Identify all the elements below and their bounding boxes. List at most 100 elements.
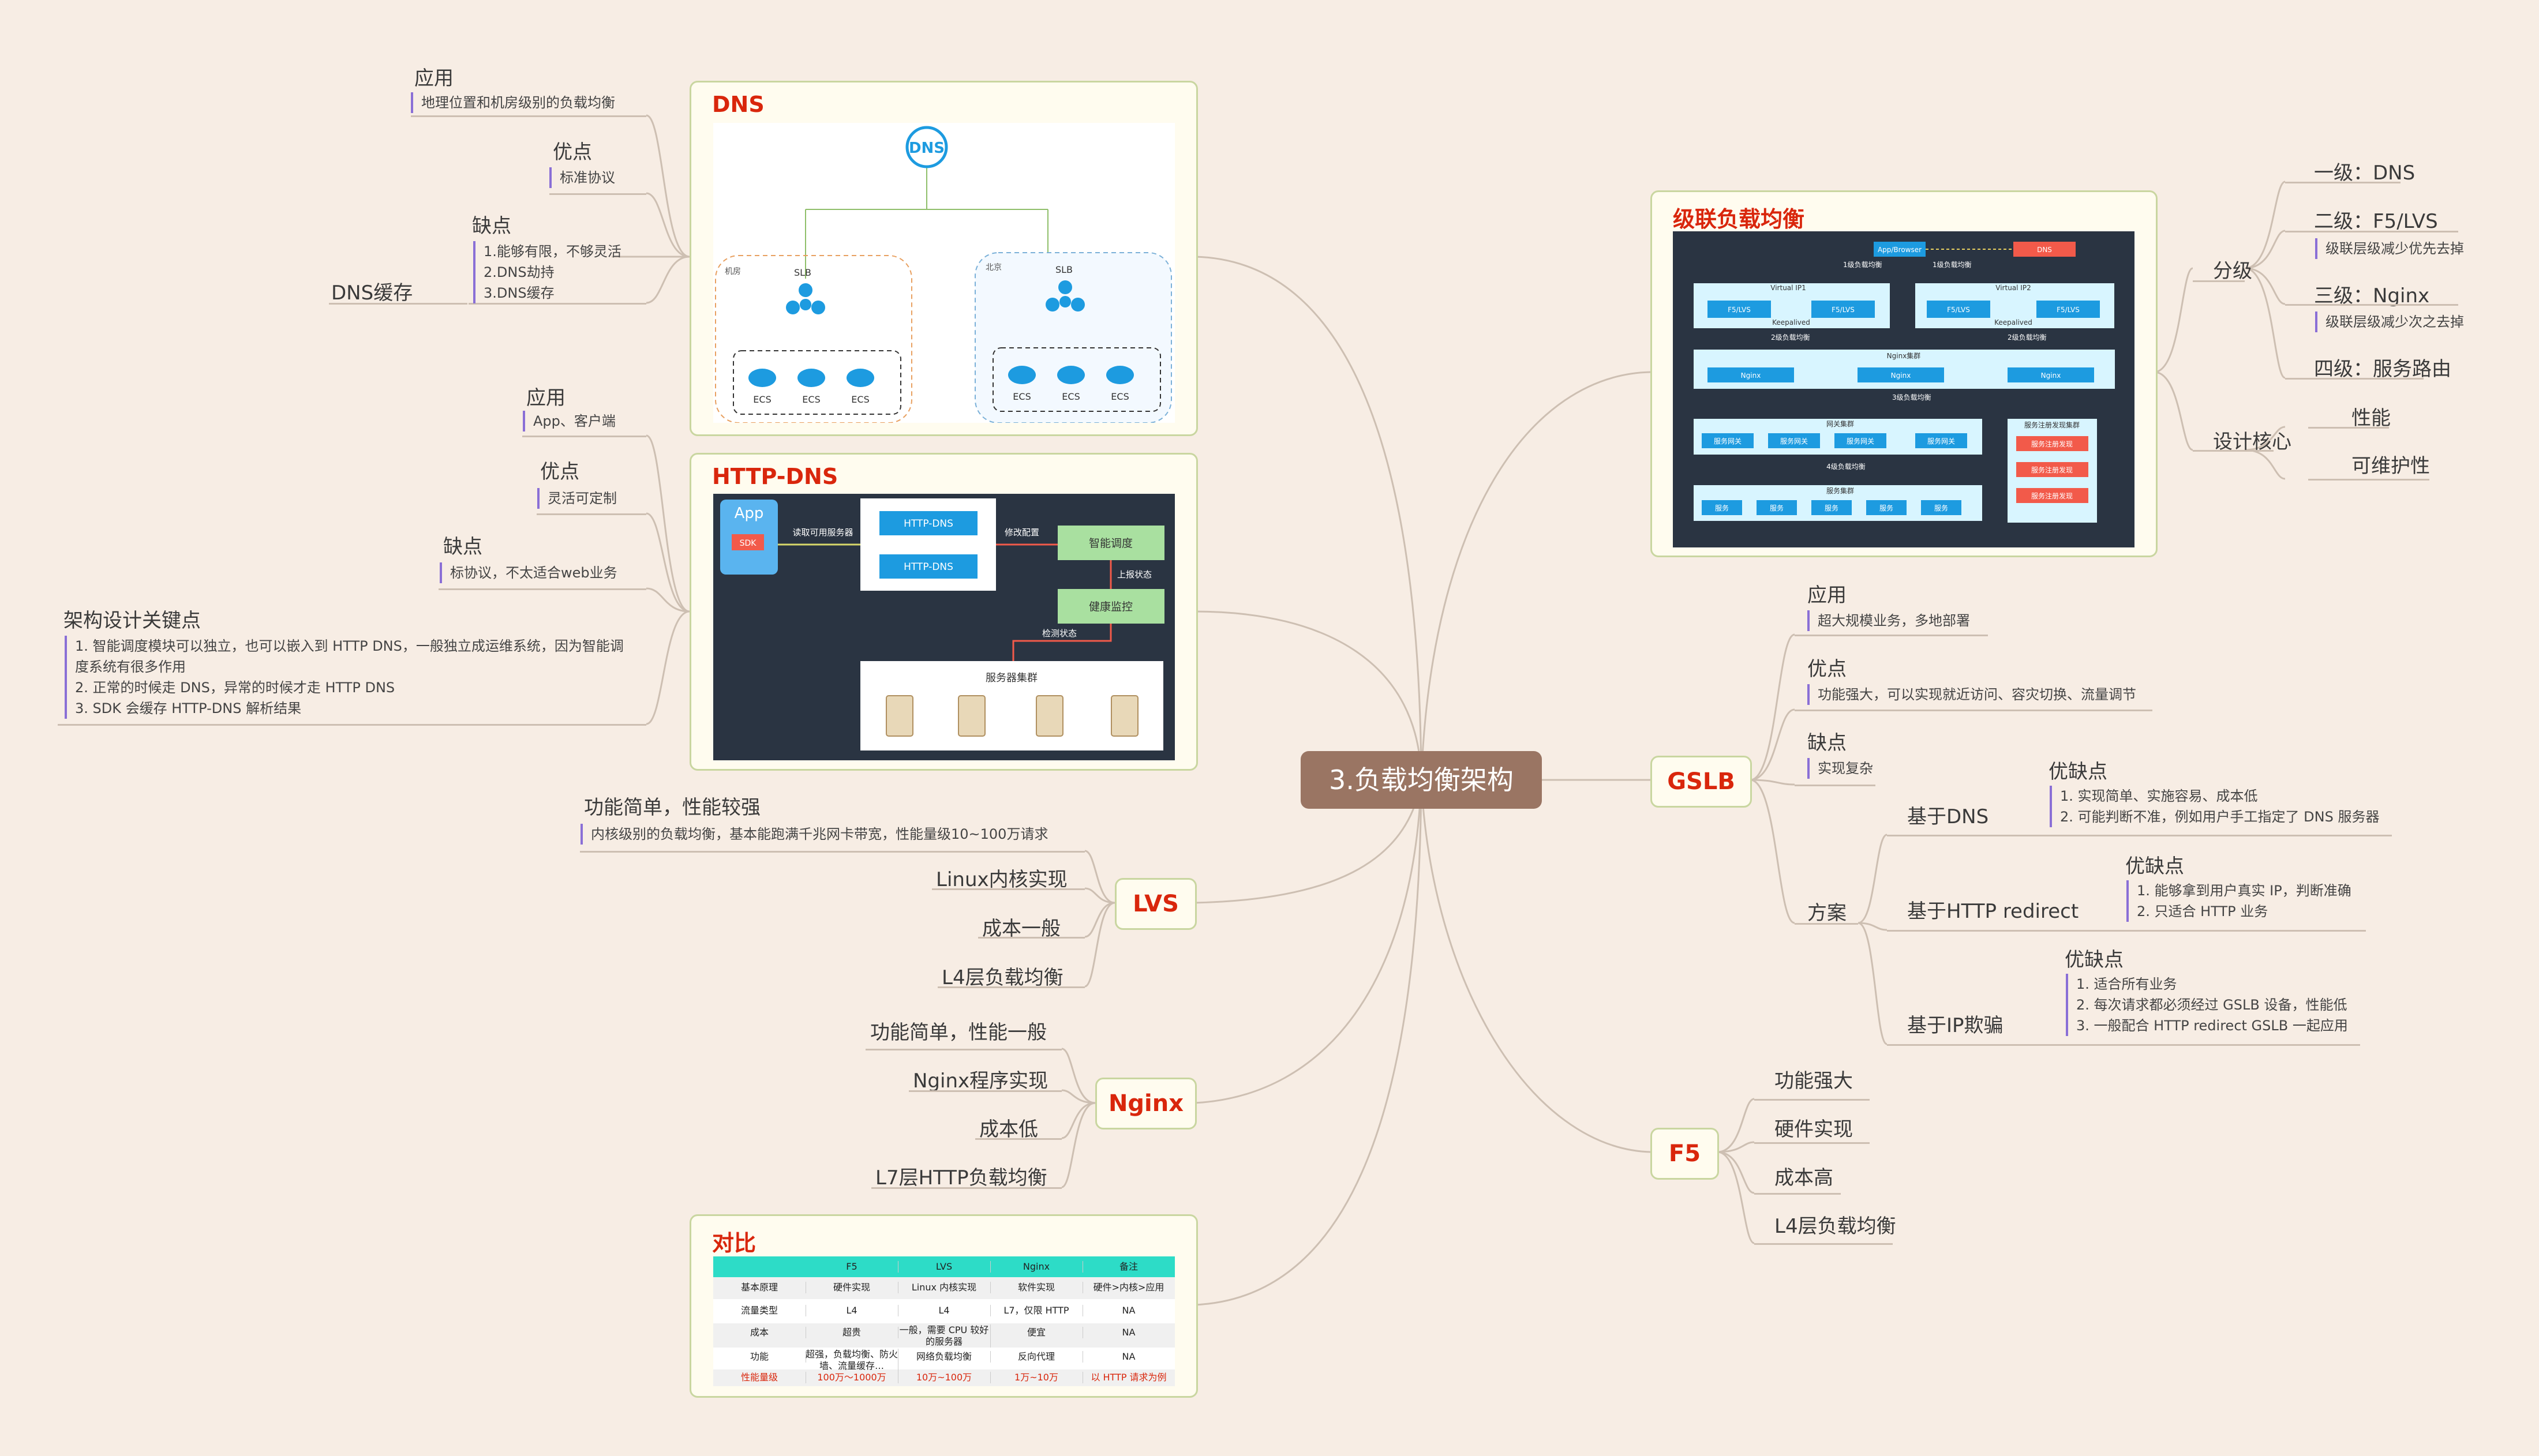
cascade-core2[interactable]: 可维护性	[2351, 455, 2430, 478]
gslb-app-title[interactable]: 应用	[1807, 584, 1847, 607]
cascade-l2[interactable]: 二级：F5/LVS	[2314, 210, 2438, 233]
httpdns-con-title[interactable]: 缺点	[443, 535, 482, 558]
httpdns-pro-title[interactable]: 优点	[540, 460, 579, 483]
compare-node[interactable]: 对比 F5 LVS Nginx 备注 基本原理 硬件实现 Linux 内核实现 …	[690, 1214, 1198, 1398]
dns-con-title[interactable]: 缺点	[472, 215, 511, 238]
gslb-node[interactable]: GSLB	[1650, 756, 1752, 808]
dns-app-note: 地理位置和机房级别的负载均衡	[411, 92, 615, 113]
ecs-icon	[1106, 366, 1134, 384]
nginx-c1[interactable]: 功能简单，性能一般	[870, 1021, 1047, 1044]
svg-text:ECS: ECS	[1062, 391, 1080, 402]
svg-text:服务: 服务	[1825, 504, 1838, 512]
svg-text:Nginx: Nginx	[1891, 371, 1911, 380]
lvs-c1[interactable]: 功能简单，性能较强	[584, 796, 761, 819]
nginx-c4[interactable]: L7层HTTP负载均衡	[875, 1166, 1047, 1189]
cascade-node[interactable]: 级联负载均衡 App/Browser DNS 1级负载均衡 1级负载均衡 Vir…	[1650, 190, 2158, 557]
dns-node[interactable]: DNS DNS 机房 北京 SLB SLB	[690, 81, 1198, 436]
nginx-c3[interactable]: 成本低	[979, 1118, 1038, 1141]
zone-left-label: 机房	[725, 267, 741, 276]
nginx-node[interactable]: Nginx	[1095, 1078, 1197, 1129]
svg-text:服务网关: 服务网关	[1780, 437, 1808, 445]
server-icon	[1036, 695, 1063, 737]
httpdns-diagram: App SDK 读取可用服务器 HTTP-DNS HTTP-DNS 修改配置 智…	[713, 494, 1175, 760]
svg-text:HTTP-DNS: HTTP-DNS	[904, 518, 953, 530]
compare-title: 对比	[712, 1230, 757, 1256]
dns-cache[interactable]: DNS缓存	[331, 282, 413, 305]
httpdns-con-note: 标协议，不太适合web业务	[440, 562, 617, 583]
cascade-core-title[interactable]: 设计核心	[2213, 430, 2291, 453]
svg-text:服务注册发现: 服务注册发现	[2031, 466, 2073, 474]
gslb-p1-title[interactable]: 优缺点	[2049, 760, 2107, 783]
httpdns-title: HTTP-DNS	[712, 464, 838, 489]
f5-node[interactable]: F5	[1650, 1128, 1719, 1180]
svg-text:F5/LVS: F5/LVS	[2057, 306, 2080, 314]
cascade-l3-note: 级联层级减少次之去掉	[2315, 312, 2464, 332]
nginx-c2[interactable]: Nginx程序实现	[913, 1070, 1048, 1093]
svg-text:健康监控: 健康监控	[1089, 601, 1133, 613]
link-root-compare	[1194, 779, 1422, 1306]
svg-text:服务: 服务	[1934, 504, 1948, 512]
svg-text:读取可用服务器: 读取可用服务器	[792, 527, 853, 538]
svg-text:ECS: ECS	[1111, 391, 1129, 402]
cascade-l4[interactable]: 四级：服务路由	[2314, 358, 2451, 381]
link-root-httpdns	[1194, 610, 1422, 780]
svg-text:HTTP-DNS: HTTP-DNS	[904, 561, 953, 573]
gslb-pro-note: 功能强大，可以实现就近访问、容灾切换、流量调节	[1807, 684, 2136, 705]
link-root-dns	[1194, 256, 1422, 780]
gslb-con-note: 实现复杂	[1807, 758, 1873, 779]
svg-text:Keepalived: Keepalived	[1772, 318, 1810, 327]
svg-text:2级负载均衡: 2级负载均衡	[1771, 333, 1810, 342]
httpdns-key-title[interactable]: 架构设计关键点	[63, 609, 201, 632]
svg-text:服务注册发现集群: 服务注册发现集群	[2024, 421, 2080, 429]
lvs-c1-note: 内核级别的负载均衡，基本能跑满千兆网卡带宽，性能量级10~100万请求	[581, 824, 1048, 845]
svg-text:Keepalived: Keepalived	[1994, 318, 2032, 327]
cascade-l1[interactable]: 一级：DNS	[2314, 162, 2416, 185]
gslb-p1[interactable]: 基于DNS	[1907, 805, 1989, 828]
gslb-con-title[interactable]: 缺点	[1807, 731, 1847, 755]
f5-c2[interactable]: 硬件实现	[1774, 1118, 1853, 1141]
dns-logo-text: DNS	[909, 140, 945, 157]
svg-text:ECS: ECS	[802, 394, 820, 405]
dns-pro-title[interactable]: 优点	[553, 141, 592, 164]
svg-text:服务网关: 服务网关	[1714, 437, 1742, 445]
svg-text:Virtual IP2: Virtual IP2	[1995, 284, 2031, 292]
lvs-c3[interactable]: 成本一般	[982, 917, 1061, 940]
f5-c3[interactable]: 成本高	[1774, 1166, 1833, 1189]
httpdns-app-title[interactable]: 应用	[526, 386, 566, 410]
compare-table: F5 LVS Nginx 备注 基本原理 硬件实现 Linux 内核实现 软件实…	[713, 1256, 1175, 1386]
lvs-c2[interactable]: Linux内核实现	[936, 868, 1068, 891]
svg-text:App: App	[735, 505, 764, 522]
svg-text:服务器集群: 服务器集群	[986, 672, 1038, 684]
httpdns-pro-note: 灵活可定制	[537, 488, 617, 509]
slb-right-label: SLB	[1055, 264, 1073, 275]
f5-c1[interactable]: 功能强大	[1774, 1070, 1853, 1093]
gslb-p3[interactable]: 基于IP欺骗	[1907, 1014, 2004, 1037]
gslb-plan[interactable]: 方案	[1807, 902, 1847, 925]
cascade-l3[interactable]: 三级：Nginx	[2314, 284, 2430, 307]
gslb-p2[interactable]: 基于HTTP redirect	[1907, 900, 2079, 923]
gslb-p2-title[interactable]: 优缺点	[2125, 855, 2184, 878]
svg-text:Virtual IP1: Virtual IP1	[1770, 284, 1806, 292]
lvs-c4[interactable]: L4层负载均衡	[942, 966, 1063, 989]
cascade-level-title[interactable]: 分级	[2213, 260, 2252, 283]
svg-text:4级负载均衡: 4级负载均衡	[1826, 463, 1866, 471]
lvs-node[interactable]: LVS	[1115, 878, 1197, 930]
svg-text:服务网关: 服务网关	[1847, 437, 1874, 445]
cascade-core1[interactable]: 性能	[2351, 407, 2391, 430]
httpdns-key-notes: 1. 智能调度模块可以独立，也可以嵌入到 HTTP DNS，一般独立成运维系统，…	[65, 636, 624, 719]
root-node[interactable]: 3.负载均衡架构	[1301, 751, 1542, 809]
gslb-pro-title[interactable]: 优点	[1807, 658, 1847, 681]
cascade-l2-note: 级联层级减少优先去掉	[2315, 238, 2464, 259]
httpdns-node[interactable]: HTTP-DNS App SDK 读取可用服务器 HTTP-DNS HTTP-D…	[690, 453, 1198, 771]
svg-text:SDK: SDK	[740, 539, 757, 548]
svg-text:检测状态: 检测状态	[1042, 628, 1077, 639]
dns-app-title[interactable]: 应用	[414, 67, 454, 90]
server-icon	[958, 695, 986, 737]
svg-text:Nginx集群: Nginx集群	[1887, 351, 1921, 360]
gslb-p3-title[interactable]: 优缺点	[2065, 948, 2124, 971]
f5-c4[interactable]: L4层负载均衡	[1774, 1215, 1896, 1238]
